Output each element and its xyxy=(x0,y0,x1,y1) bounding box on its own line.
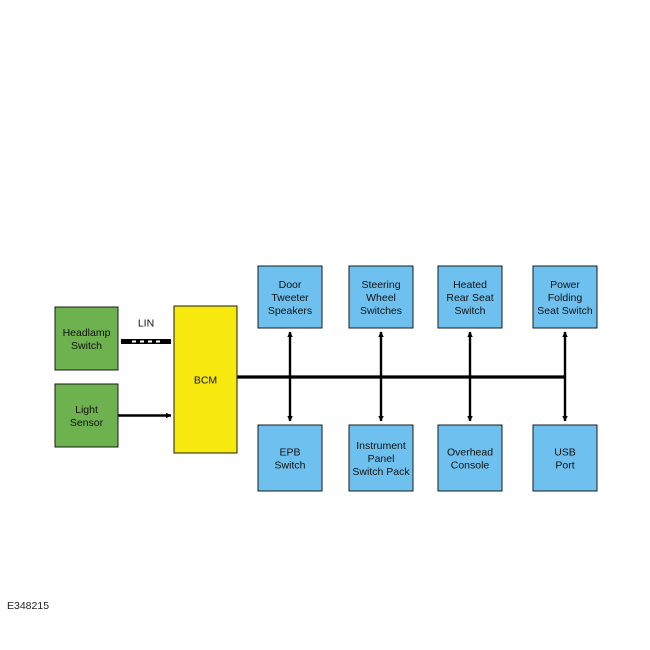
steering-wheel-switches-box xyxy=(348,265,414,329)
heated-rear-seat-switch-label: Switch xyxy=(455,305,486,317)
steering-wheel-switches-label: Wheel xyxy=(366,292,396,304)
epb-switch-box xyxy=(257,424,323,492)
overhead-console-label: Overhead xyxy=(447,447,493,459)
power-folding-seat-switch-label: Folding xyxy=(548,292,583,304)
instrument-panel-switch-pack-label: Switch Pack xyxy=(352,466,410,478)
light-sensor-label: Sensor xyxy=(70,417,104,429)
link-labels: LIN xyxy=(138,318,154,330)
instrument-panel-switch-pack-box xyxy=(348,424,414,492)
door-tweeter-speakers-label: Tweeter xyxy=(271,292,309,304)
connection-lines xyxy=(118,331,568,422)
bcm-label: BCM xyxy=(194,375,217,387)
light-sensor-label: Light xyxy=(75,404,98,416)
headlamp-switch-label: Switch xyxy=(71,340,102,352)
heated-rear-seat-switch-label: Heated xyxy=(453,279,487,291)
power-folding-seat-switch-label: Power xyxy=(550,279,580,291)
lin-label: LIN xyxy=(138,318,154,330)
epb-switch-label: EPB xyxy=(279,447,300,459)
usb-port-box xyxy=(532,424,598,492)
door-tweeter-speakers-label: Speakers xyxy=(268,305,312,317)
bcm: BCM xyxy=(173,305,238,454)
overhead-console-label: Console xyxy=(451,460,490,472)
instrument-panel-switch-pack-label: Panel xyxy=(368,453,395,465)
module-boxes: HeadlampSwitchLightSensorBCMDoorTweeterS… xyxy=(54,265,598,492)
usb-port-label: USB xyxy=(554,447,576,459)
overhead-console-box xyxy=(437,424,503,492)
power-folding-seat-switch-label: Seat Switch xyxy=(537,305,593,317)
heated-rear-seat-switch-box xyxy=(437,265,503,329)
usb-port-label: Port xyxy=(555,460,574,472)
instrument-panel-switch-pack-label: Instrument xyxy=(356,440,406,452)
door-tweeter-speakers-box xyxy=(257,265,323,329)
figure-id: E348215 xyxy=(7,600,50,612)
light-sensor-box xyxy=(54,383,119,448)
heated-rear-seat-switch-label: Rear Seat xyxy=(446,292,493,304)
steering-wheel-switches-label: Switches xyxy=(360,305,402,317)
headlamp-switch-label: Headlamp xyxy=(63,327,111,339)
door-tweeter-speakers-label: Door xyxy=(279,279,302,291)
bcm-box xyxy=(173,305,238,454)
power-folding-seat-switch-box xyxy=(532,265,598,329)
headlamp-switch-box xyxy=(54,306,119,371)
steering-wheel-switches-label: Steering xyxy=(361,279,400,291)
epb-switch-label: Switch xyxy=(275,460,306,472)
